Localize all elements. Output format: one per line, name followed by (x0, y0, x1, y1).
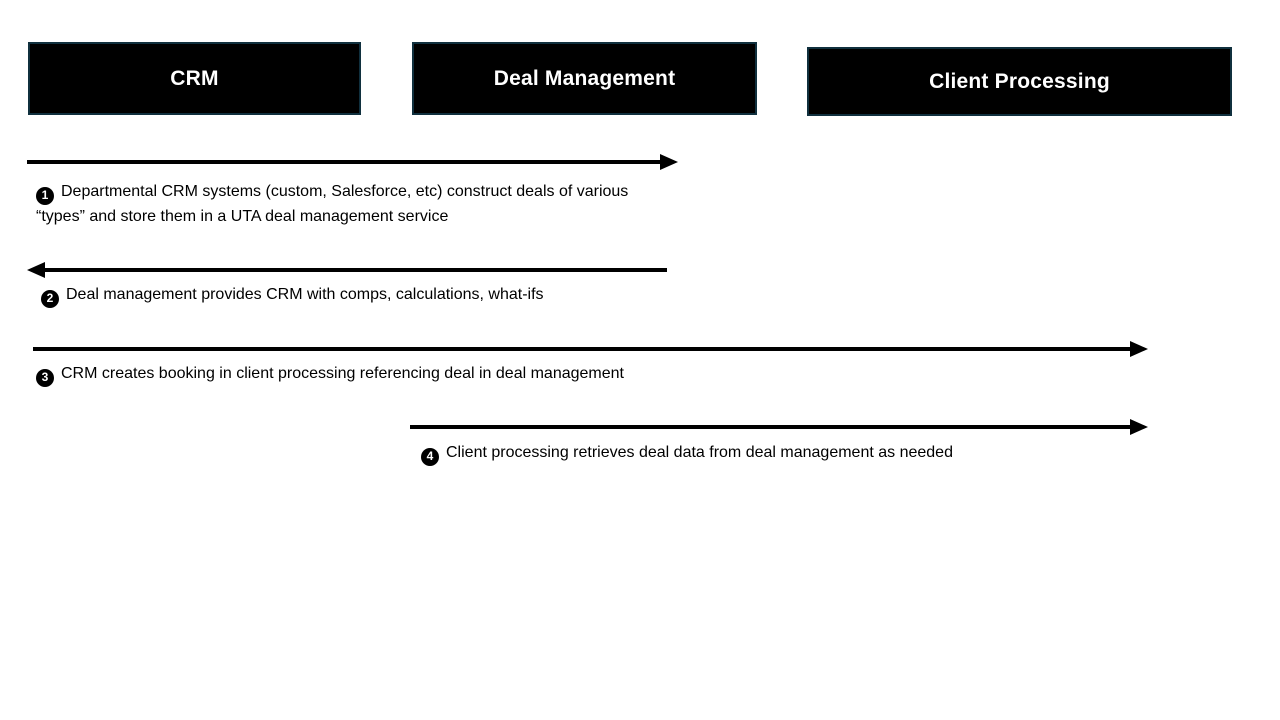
flow-arrow-2-left (27, 262, 667, 278)
actor-box-deal-management-label: Deal Management (493, 66, 676, 90)
actor-box-crm-label: CRM (170, 66, 219, 90)
flow-text-3: CRM creates booking in client processing… (61, 365, 624, 382)
actor-box-client-processing: Client Processing (807, 47, 1232, 116)
flow-number-badge-1: 1 (36, 186, 54, 205)
flow-text-4: Client processing retrieves deal data fr… (446, 444, 953, 461)
flow-annotation-3: 3 CRM creates booking in client processin… (36, 362, 956, 387)
flow-number-badge-2: 2 (41, 289, 59, 308)
actor-box-deal-management: Deal Management (412, 42, 757, 115)
flow-arrow-3-right (33, 341, 1148, 357)
flow-annotation-2: 2 Deal management provides CRM with comps… (41, 283, 761, 308)
flow-arrow-1-right (27, 154, 678, 170)
flow-text-2: Deal management provides CRM with comps,… (66, 286, 544, 303)
flow-text-1: Departmental CRM systems (custom, Salesf… (36, 183, 629, 225)
flow-number-badge-4: 4 (421, 447, 439, 466)
actor-box-crm: CRM (28, 42, 361, 115)
flow-annotation-4: 4 Client processing retrieves deal data f… (421, 441, 1141, 466)
flow-number-badge-3: 3 (36, 368, 54, 387)
actor-box-client-processing-label: Client Processing (929, 69, 1110, 93)
flow-arrow-4-right (410, 419, 1148, 435)
